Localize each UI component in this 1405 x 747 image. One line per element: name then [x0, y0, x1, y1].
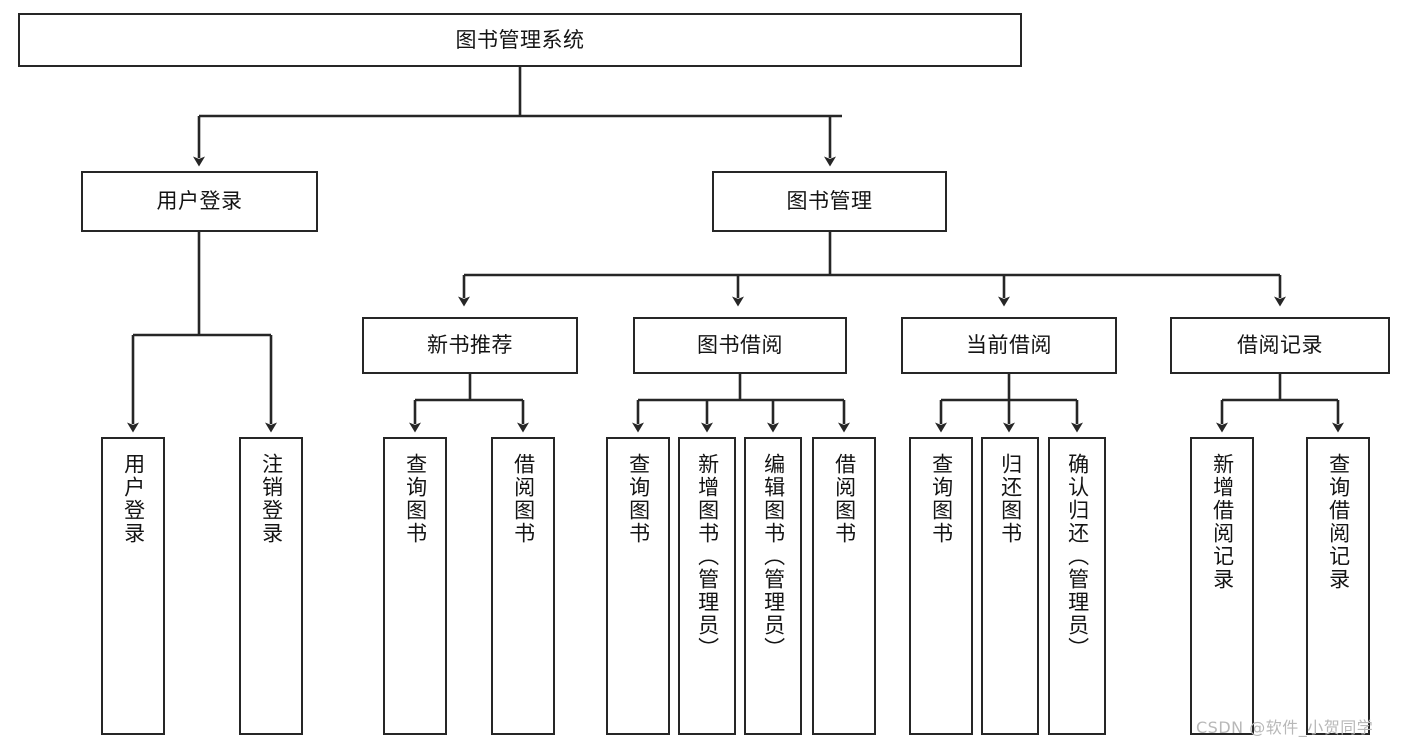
- node-book-borrow-label: 图书借阅: [697, 333, 783, 358]
- node-leaf-return-book[interactable]: 归还图书: [981, 437, 1039, 735]
- node-leaf-add-book[interactable]: 新增图书（管理员）: [678, 437, 736, 735]
- node-leaf-query-book-1[interactable]: 查询图书: [383, 437, 447, 735]
- node-book-borrow[interactable]: 图书借阅: [633, 317, 847, 374]
- node-leaf-logout-login[interactable]: 注销登录: [239, 437, 303, 735]
- watermark: CSDN @软件_小贺同学: [1196, 718, 1374, 737]
- node-borrow-record[interactable]: 借阅记录: [1170, 317, 1390, 374]
- node-leaf-query-book-3-label: 查询图书: [929, 453, 954, 545]
- node-leaf-logout-login-label: 注销登录: [259, 453, 284, 545]
- node-current-borrow[interactable]: 当前借阅: [901, 317, 1117, 374]
- node-new-book-recommend[interactable]: 新书推荐: [362, 317, 578, 374]
- node-leaf-borrow-book-1-label: 借阅图书: [511, 453, 536, 545]
- node-leaf-query-record-label: 查询借阅记录: [1326, 453, 1351, 591]
- node-user-login-label: 用户登录: [156, 189, 243, 214]
- node-leaf-edit-book-label: 编辑图书（管理员）: [761, 453, 786, 660]
- node-leaf-user-login-label: 用户登录: [121, 453, 146, 545]
- node-leaf-add-record[interactable]: 新增借阅记录: [1190, 437, 1254, 735]
- node-leaf-query-book-3[interactable]: 查询图书: [909, 437, 973, 735]
- node-new-book-recommend-label: 新书推荐: [427, 333, 513, 358]
- node-borrow-record-label: 借阅记录: [1237, 333, 1323, 358]
- node-leaf-query-book-2[interactable]: 查询图书: [606, 437, 670, 735]
- node-current-borrow-label: 当前借阅: [966, 333, 1052, 358]
- node-leaf-confirm-return[interactable]: 确认归还（管理员）: [1048, 437, 1106, 735]
- node-leaf-query-book-1-label: 查询图书: [403, 453, 428, 545]
- node-leaf-add-book-label: 新增图书（管理员）: [695, 453, 720, 660]
- node-user-login[interactable]: 用户登录: [81, 171, 318, 232]
- node-root[interactable]: 图书管理系统: [18, 13, 1022, 67]
- node-leaf-borrow-book-1[interactable]: 借阅图书: [491, 437, 555, 735]
- node-leaf-return-book-label: 归还图书: [998, 453, 1023, 545]
- node-leaf-borrow-book-2[interactable]: 借阅图书: [812, 437, 876, 735]
- node-leaf-confirm-return-label: 确认归还（管理员）: [1065, 453, 1090, 660]
- node-root-label: 图书管理系统: [455, 27, 585, 52]
- node-book-manage-label: 图书管理: [786, 189, 873, 214]
- node-book-manage[interactable]: 图书管理: [712, 171, 947, 232]
- node-leaf-query-record[interactable]: 查询借阅记录: [1306, 437, 1370, 735]
- node-leaf-borrow-book-2-label: 借阅图书: [832, 453, 857, 545]
- node-leaf-query-book-2-label: 查询图书: [626, 453, 651, 545]
- node-leaf-edit-book[interactable]: 编辑图书（管理员）: [744, 437, 802, 735]
- node-leaf-add-record-label: 新增借阅记录: [1210, 453, 1235, 591]
- node-leaf-user-login[interactable]: 用户登录: [101, 437, 165, 735]
